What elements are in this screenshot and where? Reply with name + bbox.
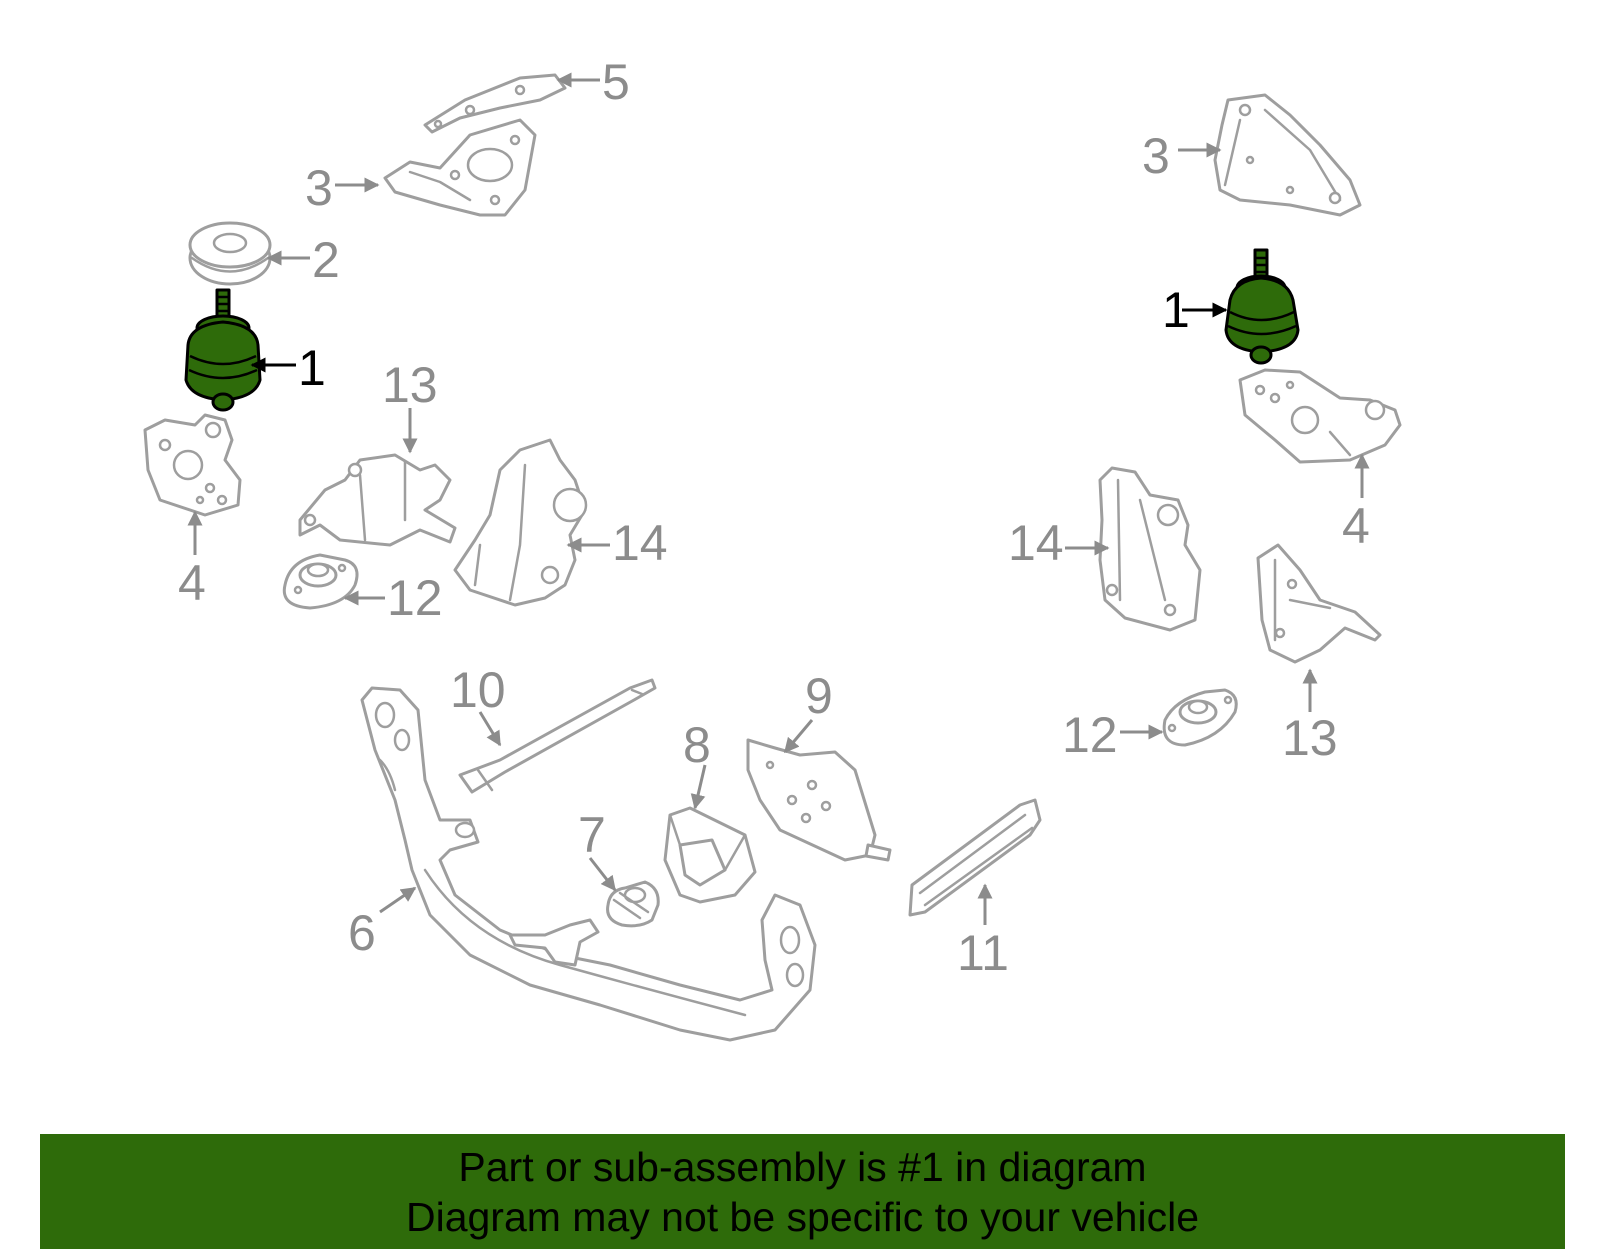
part-11-rail — [908, 798, 1042, 917]
banner-line-2: Diagram may not be specific to your vehi… — [405, 1193, 1199, 1240]
part-12-right-pad — [1162, 688, 1238, 747]
part-8-bushing — [663, 806, 757, 904]
banner-line-1: Part or sub-assembly is #1 in diagram — [458, 1143, 1147, 1190]
part-10-rod — [458, 678, 657, 794]
callout-13-left: 13 — [382, 357, 438, 413]
callout-9: 9 — [805, 668, 833, 724]
callout-4-right: 4 — [1342, 498, 1370, 554]
part-6-crossmember — [360, 686, 817, 1042]
part-1-right-engine-mount — [1224, 248, 1300, 365]
callout-10: 10 — [450, 662, 506, 718]
callout-1-left: 1 — [298, 340, 326, 396]
part-3-left-bracket — [383, 118, 537, 217]
callout-labels: 5 3 2 1 4 13 14 12 10 9 8 7 6 11 3 1 4 1… — [178, 54, 1370, 981]
part-3-right-bracket — [1213, 93, 1362, 217]
part-5-bracket — [423, 73, 567, 134]
callout-1-right: 1 — [1162, 282, 1190, 338]
callout-6: 6 — [348, 905, 376, 961]
callout-12-left: 12 — [387, 570, 443, 626]
part-14-right-bracket — [1098, 466, 1202, 632]
info-banner: Part or sub-assembly is #1 in diagram Di… — [40, 1134, 1565, 1249]
callout-12-right: 12 — [1062, 707, 1118, 763]
callout-2: 2 — [312, 232, 340, 288]
part-7-bushing — [606, 880, 660, 928]
part-12-left-pad — [282, 553, 359, 610]
part-4-left-bracket — [143, 413, 242, 517]
callout-7: 7 — [578, 807, 606, 863]
callout-14-left: 14 — [612, 515, 668, 571]
part-13-right-bracket — [1256, 543, 1382, 664]
callout-3-right: 3 — [1142, 128, 1170, 184]
callout-14-right: 14 — [1008, 515, 1064, 571]
part-2-washer — [188, 221, 272, 286]
callout-8: 8 — [683, 717, 711, 773]
callout-4-left: 4 — [178, 555, 206, 611]
callout-3-left: 3 — [305, 160, 333, 216]
callout-5: 5 — [602, 54, 630, 110]
callout-11: 11 — [957, 925, 1009, 981]
part-4-right-bracket — [1238, 368, 1402, 464]
part-1-left-engine-mount — [184, 288, 262, 412]
part-9-plate — [746, 738, 892, 862]
callout-13-right: 13 — [1282, 710, 1338, 766]
part-13-left-bracket — [298, 453, 457, 547]
part-14-left-bracket — [453, 438, 588, 607]
leader-lines — [187, 72, 1370, 925]
